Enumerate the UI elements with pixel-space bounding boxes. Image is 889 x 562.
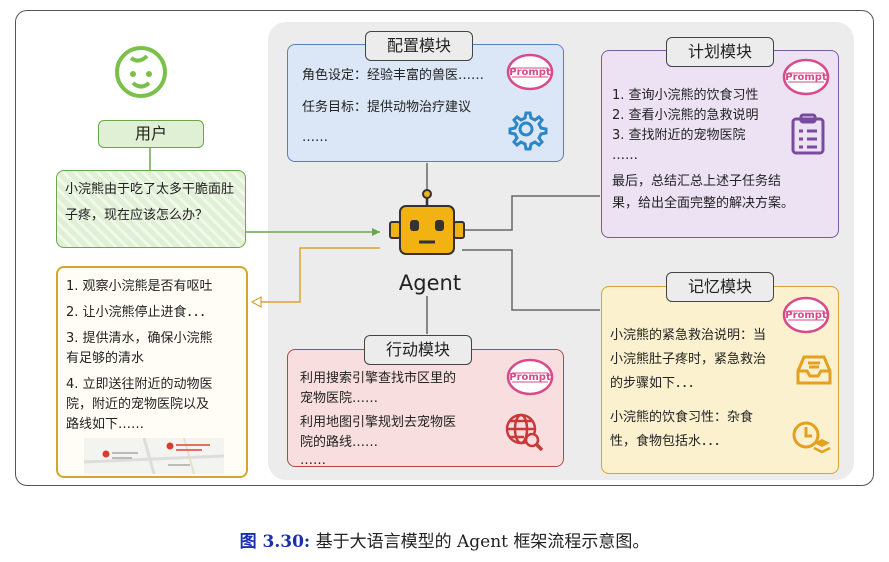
agent-to-answer-arrow (252, 247, 380, 303)
plan-line-6: 果，给出全面完整的解决方案。 (612, 196, 795, 211)
action-line-4: 院的路线…… (300, 435, 379, 450)
plan-line-5: 最后，总结汇总上述子任务结 (612, 174, 782, 189)
robot-icon (389, 189, 465, 255)
action-module-title-text: 行动模块 (385, 340, 450, 359)
config-module-title: 配置模块 (365, 31, 473, 61)
answer-line-2: 2. 让小浣熊停止进食．．． (66, 305, 213, 320)
user-label: 用户 (98, 120, 204, 148)
prompt-badge-text: Prompt (509, 372, 551, 383)
config-line-3: …… (302, 130, 328, 145)
clipboard-icon (791, 113, 825, 155)
memory-line-3: 的步骤如下．．． (610, 376, 702, 391)
action-line-1: 利用搜索引擎查找市区里的 (300, 371, 457, 386)
answer-line-4: 有足够的清水 (66, 351, 145, 366)
answer-line-7: 路线如下…… (66, 417, 145, 432)
answer-box: 1. 观察小浣熊是否有呕吐 2. 让小浣熊停止进食．．． 3. 提供清水，确保小… (56, 266, 248, 478)
prompt-badge-config: Prompt (506, 53, 554, 91)
user-question-text: 小浣熊由于吃了太多干脆面肚子疼，现在应该怎么办？ (65, 182, 235, 223)
plan-line-3: 3. 查找附近的宠物医院 (612, 128, 746, 143)
agent-to-memory-line (462, 249, 600, 311)
prompt-badge-text: Prompt (785, 72, 827, 83)
gear-icon (508, 111, 548, 151)
memory-module-box: 小浣熊的紧急救治说明：当 小浣熊肚子疼时，紧急救治 的步骤如下．．． 小浣熊的饮… (601, 286, 839, 474)
agent-to-plan-line (462, 195, 600, 231)
prompt-badge-memory: Prompt (782, 296, 830, 334)
prompt-badge-text: Prompt (785, 310, 827, 321)
plan-line-4: …… (612, 148, 638, 163)
user-question-box: 小浣熊由于吃了太多干脆面肚子疼，现在应该怎么办？ (56, 170, 246, 248)
plan-module-title: 计划模块 (666, 37, 774, 67)
memory-module-title: 记忆模块 (666, 272, 774, 302)
answer-line-6: 院，附近的宠物医院以及 (66, 397, 210, 412)
config-line-1: 角色设定：经验丰富的兽医…… (302, 68, 485, 83)
plan-module-title-text: 计划模块 (687, 42, 752, 61)
action-line-5: …… (300, 453, 326, 468)
inbox-icon (796, 355, 832, 385)
agent-label: Agent (398, 271, 462, 295)
memory-module-title-text: 记忆模块 (687, 277, 752, 296)
answer-line-1: 1. 观察小浣熊是否有呕吐 (66, 279, 213, 294)
figure-caption: 图 3.30: 基于大语言模型的 Agent 框架流程示意图。 (0, 527, 889, 552)
caption-text: 基于大语言模型的 Agent 框架流程示意图。 (310, 532, 650, 552)
prompt-badge-text: Prompt (509, 67, 551, 78)
action-line-2: 宠物医院…… (300, 391, 379, 406)
user-to-agent-arrowhead (372, 228, 380, 236)
web-search-icon (505, 413, 544, 452)
answer-line-5: 4. 立即送往附近的动物医 (66, 377, 213, 392)
answer-line-3: 3. 提供清水，确保小浣熊 (66, 331, 213, 346)
plan-line-1: 1. 查询小浣熊的饮食习性 (612, 88, 759, 103)
memory-line-2: 小浣熊肚子疼时，紧急救治 (610, 352, 767, 367)
config-module-title-text: 配置模块 (386, 36, 451, 55)
map-pin-icon (102, 450, 110, 458)
plan-line-2: 2. 查看小浣熊的急救说明 (612, 108, 759, 123)
prompt-badge-plan: Prompt (782, 58, 830, 96)
config-line-2: 任务目标：提供动物治疗建议 (302, 100, 472, 115)
memory-line-6: 性，食物包括水．．． (610, 434, 728, 449)
agent-to-answer-arrowhead (250, 295, 262, 309)
prompt-badge-action: Prompt (506, 358, 554, 396)
clock-stack-icon (792, 421, 831, 454)
memory-line-5: 小浣熊的饮食习性：杂食 (610, 410, 754, 425)
action-module-title: 行动模块 (364, 335, 472, 365)
user-face-icon (115, 46, 167, 98)
user-label-text: 用户 (134, 124, 167, 143)
config-module-box: 角色设定：经验丰富的兽医…… 任务目标：提供动物治疗建议 …… (287, 44, 564, 162)
action-line-3: 利用地图引擎规划去宠物医 (300, 415, 457, 430)
memory-line-1: 小浣熊的紧急救治说明：当 (610, 328, 767, 343)
caption-number: 图 3.30: (239, 532, 311, 552)
map-thumbnail (83, 437, 225, 475)
map-pin-icon (166, 442, 174, 450)
